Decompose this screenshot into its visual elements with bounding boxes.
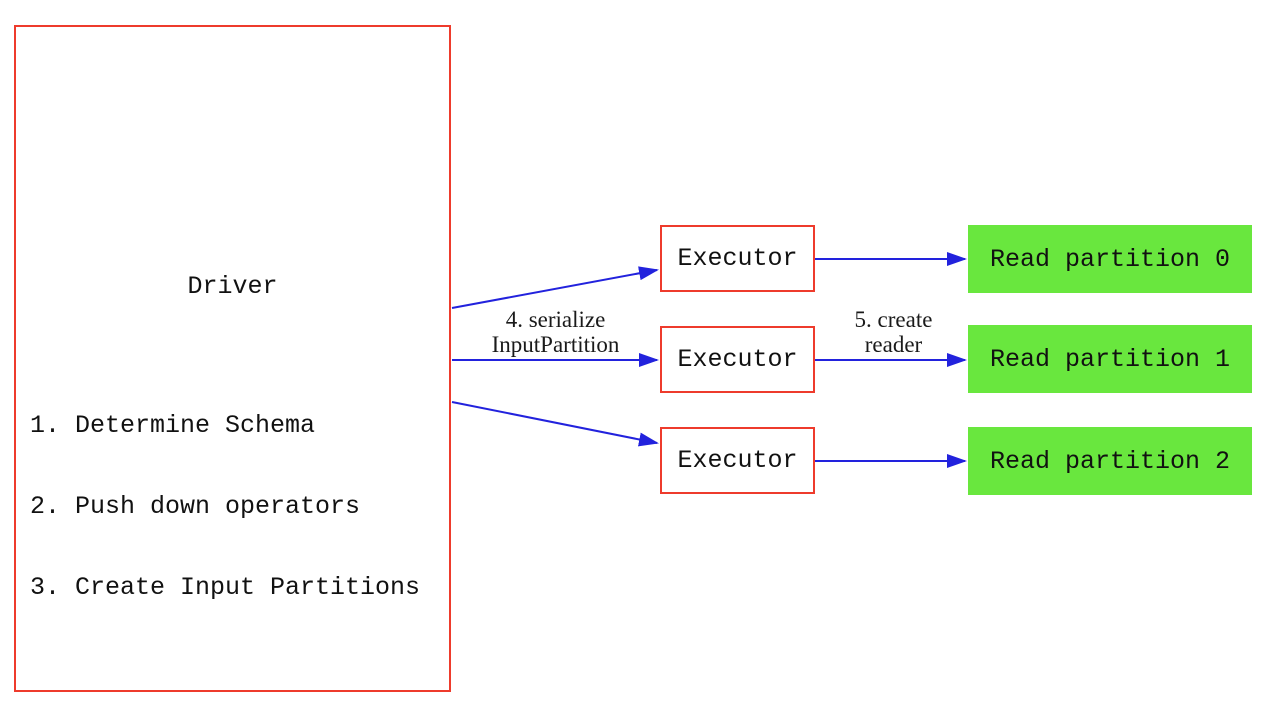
driver-step-3: 3. Create Input Partitions	[30, 573, 421, 602]
read-partition-box-2: Read partition 2	[968, 427, 1252, 495]
executor-box-3: Executor	[660, 427, 815, 494]
executor-label-2: Executor	[677, 345, 798, 374]
edge-label-serialize-input-partition: 4. serialize InputPartition	[448, 307, 663, 357]
read-partition-label-0: Read partition 0	[989, 244, 1231, 274]
executor-box-2: Executor	[660, 326, 815, 393]
edge-label-create-reader: 5. create reader	[786, 307, 1001, 357]
driver-title: Driver	[187, 272, 278, 301]
driver-box: Driver 1. Determine Schema 2. Push down …	[14, 25, 451, 692]
arrow-driver-to-executor-3	[451, 401, 659, 447]
executor-box-1: Executor	[660, 225, 815, 292]
edge-label-create-reader-line1: 5. create	[854, 307, 933, 332]
driver-steps-list: 1. Determine Schema 2. Push down operato…	[30, 358, 420, 655]
read-partition-box-1: Read partition 1	[968, 325, 1252, 393]
executor-label-3: Executor	[677, 446, 798, 475]
driver-step-2: 2. Push down operators	[30, 492, 361, 521]
edge-label-create-reader-line2: reader	[864, 332, 923, 357]
driver-step-1: 1. Determine Schema	[30, 411, 316, 440]
read-partition-label-1: Read partition 1	[989, 344, 1231, 374]
edge-label-serialize-line1: 4. serialize	[505, 307, 606, 332]
edge-label-serialize-line2: InputPartition	[491, 332, 620, 357]
executor-label-1: Executor	[677, 244, 798, 273]
arrow-driver-to-executor-1	[451, 266, 659, 309]
read-partition-label-2: Read partition 2	[989, 446, 1231, 476]
read-partition-box-0: Read partition 0	[968, 225, 1252, 293]
